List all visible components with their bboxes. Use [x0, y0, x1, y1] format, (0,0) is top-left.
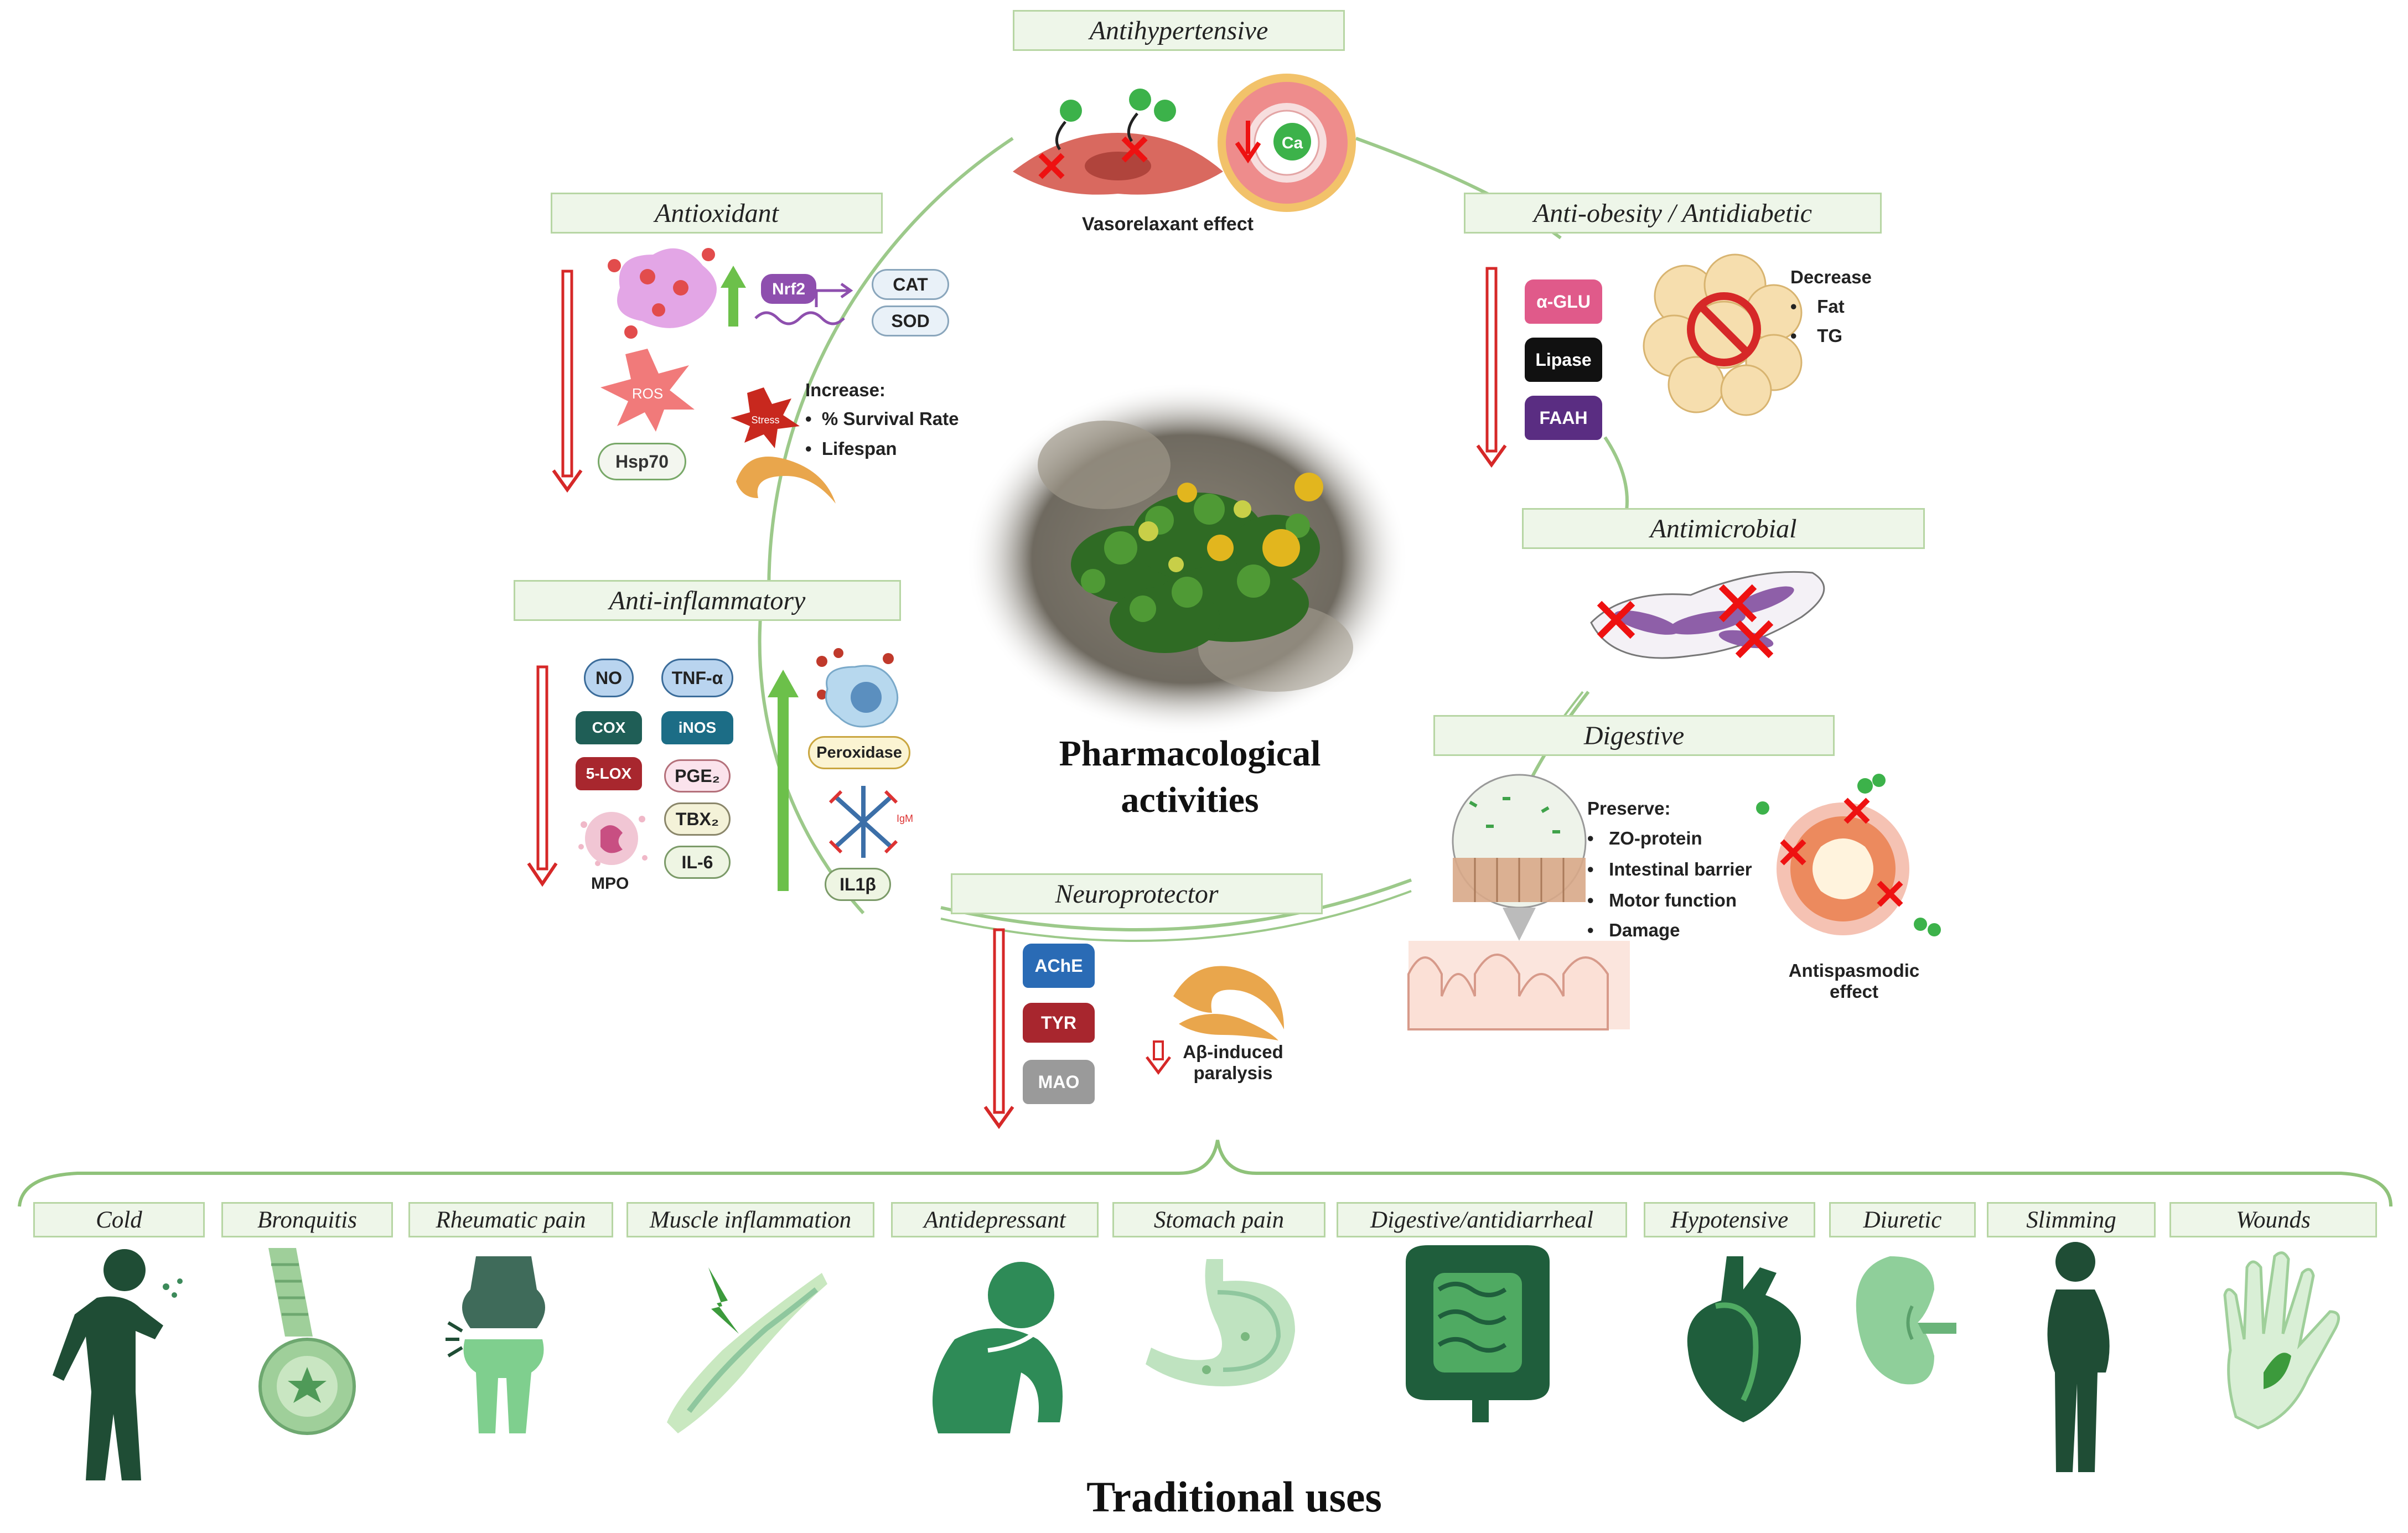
tbx2-marker: TBX₂ [664, 802, 731, 836]
use-diuretic: Diuretic [1829, 1202, 1976, 1237]
sad-person-icon [933, 1262, 1063, 1433]
use-digestive-antidiarrheal: Digestive/antidiarrheal [1337, 1202, 1627, 1237]
green-up-arrow-icon-2 [768, 670, 799, 891]
damage-item: • Damage [1587, 920, 1680, 940]
inos-marker: iNOS [661, 711, 733, 744]
bronchus-icon [258, 1248, 356, 1435]
use-cold: Cold [33, 1202, 205, 1237]
knee-joint-icon [446, 1256, 545, 1433]
ros-burst-icon: ROS [600, 349, 695, 432]
motor-function-item: • Motor function [1587, 890, 1737, 910]
red-down-arrow-icon-4 [983, 928, 1014, 1130]
use-slimming: Slimming [1987, 1202, 2156, 1237]
intestine-crosssection-icon [1756, 774, 1941, 936]
pge2-marker: PGE₂ [664, 759, 731, 793]
use-antidepressant: Antidepressant [891, 1202, 1099, 1237]
nrf2-gene-icon: Nrf2 [754, 274, 853, 325]
svg-text:Stress: Stress [751, 415, 779, 426]
antibody-icon: IgM [828, 786, 913, 858]
macrophage-icon [816, 648, 899, 728]
intestinal-villi-icon [1407, 774, 1630, 1030]
overweight-person-icon [2047, 1242, 2110, 1472]
alpha-glu-enzyme: α-GLU [1525, 279, 1602, 324]
stomach-icon [1146, 1259, 1295, 1386]
fat-cells-icon [1643, 253, 1803, 416]
neutrophil-icon [578, 812, 648, 866]
vasorelaxant-label: Vasorelaxant effect [1082, 214, 1254, 235]
increase-label: Increase: [805, 380, 885, 400]
muscle-icon [667, 1267, 827, 1433]
ros-cell-icon [608, 248, 717, 339]
use-stomach-pain: Stomach pain [1112, 1202, 1325, 1237]
tg-item: • TG [1790, 325, 1843, 346]
red-down-arrow-icon [552, 270, 583, 493]
lifespan-item: • Lifespan [805, 438, 897, 459]
smooth-muscle-cell-icon [1013, 89, 1223, 195]
sod-pill: SOD [872, 305, 949, 336]
intestinal-barrier-item: • Intestinal barrier [1587, 859, 1752, 879]
fat-item: • Fat [1790, 296, 1845, 317]
il6-marker: IL-6 [664, 846, 731, 879]
decrease-label: Decrease [1790, 267, 1872, 287]
mao-enzyme: MAO [1023, 1060, 1095, 1104]
use-wounds: Wounds [2169, 1202, 2377, 1237]
section-antimicrobial: Antimicrobial [1522, 508, 1925, 549]
il1b-pill: IL1β [825, 868, 891, 901]
tyr-enzyme: TYR [1023, 1003, 1095, 1043]
red-down-arrow-icon-3 [527, 665, 558, 887]
preserve-label: Preserve: [1587, 798, 1671, 819]
5lox-marker: 5-LOX [576, 757, 642, 790]
pharmacological-title: Pharmacological activities [1059, 733, 1321, 820]
mpo-label: MPO [591, 874, 629, 893]
lipase-enzyme: Lipase [1525, 338, 1602, 382]
plant-photo [966, 382, 1408, 736]
svg-text:Nrf2: Nrf2 [772, 280, 805, 298]
hand-wound-icon [2223, 1251, 2340, 1430]
ab-paralysis-label: Aβ-induced paralysis [1183, 1042, 1283, 1083]
red-down-arrow-icon-2 [1476, 267, 1507, 468]
section-antihypertensive: Antihypertensive [1013, 10, 1345, 51]
use-rheumatic-pain: Rheumatic pain [408, 1202, 613, 1237]
small-down-arrow-icon [1146, 1040, 1171, 1075]
use-bronquitis: Bronquitis [221, 1202, 393, 1237]
blood-vessel-icon: Ca [1218, 74, 1356, 212]
use-muscle-inflammation: Muscle inflammation [626, 1202, 874, 1237]
traditional-uses-title: Traditional uses [1086, 1473, 1382, 1521]
section-antioxidant: Antioxidant [551, 193, 883, 234]
kidney-icon [1856, 1256, 1956, 1385]
ros-label: ROS [632, 385, 663, 402]
faah-enzyme: FAAH [1525, 396, 1602, 440]
no-marker: NO [584, 659, 634, 697]
cat-pill: CAT [872, 269, 949, 300]
heart-icon [1687, 1256, 1801, 1422]
section-neuroprotector: Neuroprotector [951, 873, 1323, 914]
stress-worm-icon: Stress [731, 387, 836, 504]
peroxidase-pill: Peroxidase [808, 736, 910, 769]
tnf-marker: TNF-α [661, 659, 733, 697]
worm-icon [1173, 966, 1284, 1040]
section-anti-obesity: Anti-obesity / Antidiabetic [1464, 193, 1882, 234]
section-anti-inflammatory: Anti-inflammatory [514, 580, 901, 621]
ache-enzyme: AChE [1023, 944, 1095, 988]
use-hypotensive: Hypotensive [1644, 1202, 1815, 1237]
section-digestive: Digestive [1433, 715, 1835, 756]
sneezing-person-icon [53, 1249, 183, 1480]
zo-protein-item: • ZO-protein [1587, 828, 1702, 848]
hsp70-pill: Hsp70 [598, 443, 686, 480]
survival-rate-item: • % Survival Rate [805, 408, 959, 429]
cox-marker: COX [576, 711, 642, 744]
svg-text:IgM: IgM [897, 813, 913, 824]
svg-text:Ca: Ca [1282, 134, 1303, 152]
green-up-arrow-icon [721, 266, 746, 327]
bacteria-icon [1590, 571, 1825, 659]
antispasmodic-label: Antispasmodic effect [1788, 960, 1920, 1002]
intestine-icon [1406, 1245, 1550, 1422]
